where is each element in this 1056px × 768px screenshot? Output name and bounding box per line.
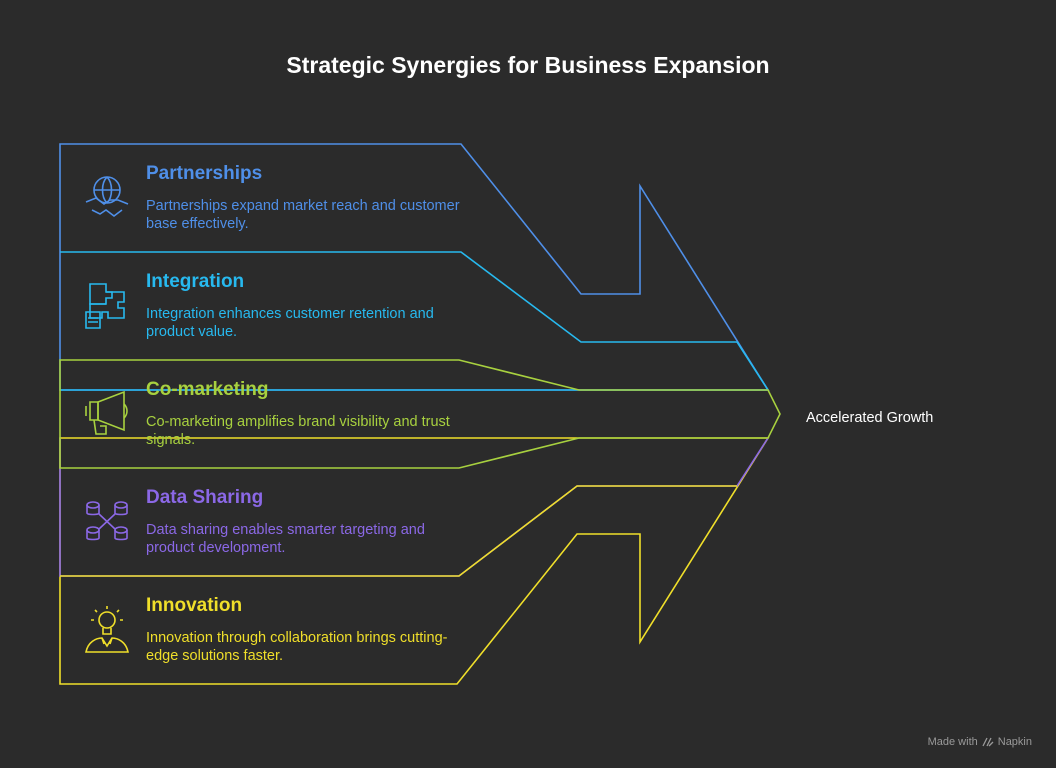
item-description: Partnerships expand market reach and cus…	[146, 198, 460, 232]
outcome-label: Accelerated Growth	[806, 410, 934, 426]
page-title: Strategic Synergies for Business Expansi…	[286, 52, 770, 78]
item-description: Co-marketing amplifies brand visibility …	[146, 414, 450, 448]
item-description: Integration enhances customer retention …	[146, 306, 434, 340]
item-description: Innovation through collaboration brings …	[146, 630, 448, 664]
napkin-logo-icon	[982, 737, 994, 747]
megaphone-icon	[85, 390, 128, 435]
napkin-watermark: Made with Napkin	[928, 736, 1032, 748]
band-data-sharing-top	[60, 485, 737, 577]
item-heading: Co-marketing	[146, 379, 269, 400]
item-partnerships: Partnerships Partnerships expand market …	[146, 163, 466, 233]
puzzle-pieces-icon	[85, 283, 125, 329]
band-innovation	[59, 437, 770, 685]
handshake-globe-icon	[85, 176, 129, 217]
item-co-marketing: Co-marketing Co-marketing amplifies bran…	[146, 379, 466, 449]
lightbulb-idea-icon	[85, 606, 129, 653]
database-network-icon	[86, 501, 128, 541]
item-heading: Partnerships	[146, 163, 263, 184]
item-heading: Innovation	[146, 595, 243, 616]
napkin-brand-label: Napkin	[997, 736, 1032, 748]
item-integration: Integration Integration enhances custome…	[146, 271, 466, 341]
item-heading: Data Sharing	[146, 487, 264, 508]
band-co-marketing	[59, 359, 781, 469]
item-data-sharing: Data Sharing Data sharing enables smarte…	[146, 487, 466, 557]
item-innovation: Innovation Innovation through collaborat…	[146, 595, 466, 665]
item-heading: Integration	[146, 271, 245, 292]
item-description: Data sharing enables smarter targeting a…	[146, 522, 425, 556]
made-with-label: Made with	[927, 736, 978, 748]
